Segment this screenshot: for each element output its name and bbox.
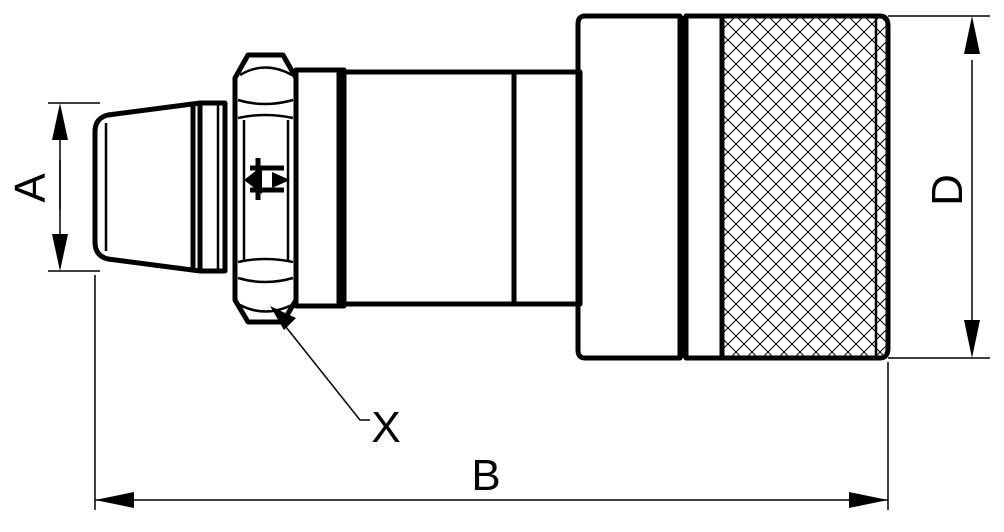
coupling-sleeve (575, 13, 725, 361)
coupling-body (293, 67, 583, 309)
threaded-nipple (92, 100, 228, 274)
dimension-b: B (94, 275, 889, 510)
dimension-b-label: B (471, 451, 500, 500)
dimension-a: A (6, 102, 100, 272)
flow-direction-icon (244, 158, 290, 200)
dimension-d: D (888, 15, 990, 359)
leader-x: X (270, 306, 401, 452)
leader-x-label: X (371, 403, 400, 452)
dimension-d-label: D (923, 174, 972, 206)
knurled-collar (719, 13, 891, 361)
dimension-a-label: A (6, 173, 55, 203)
